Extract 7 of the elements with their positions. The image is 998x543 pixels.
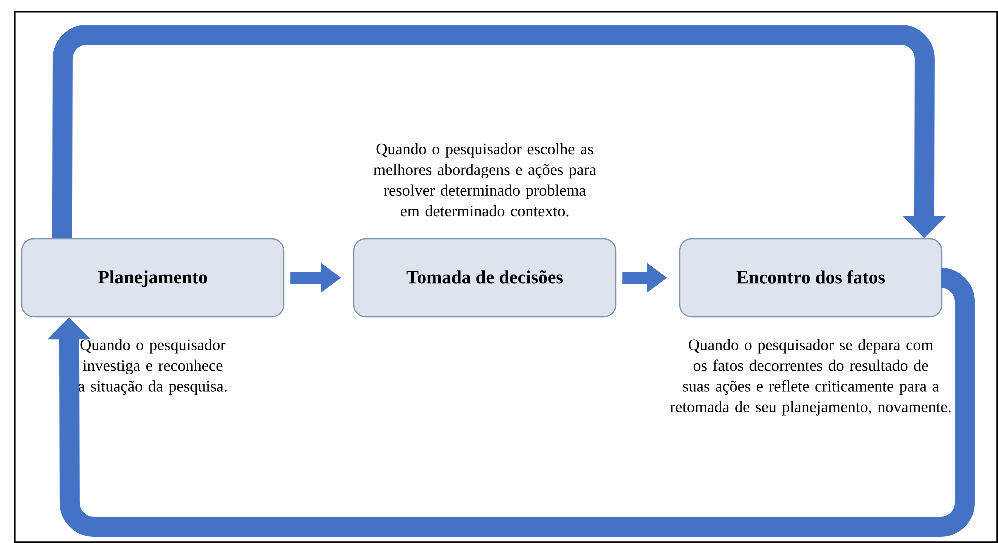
process-box: Encontro dos fatos	[679, 238, 943, 318]
process-box: Tomada de decisões	[353, 238, 617, 318]
process-box: Planejamento	[21, 238, 285, 318]
description-text: Quando o pesquisador escolhe as melhores abordagens e ações para resolver determinado problema em determinado contexto.	[374, 143, 596, 217]
arrow	[48, 268, 975, 537]
description-text: Quando o pesquisador se depara com os fatos decorrentes do resultado de suas ações e reflete criticamente para a retomada de seu planejamento, novamente.	[670, 339, 951, 416]
arrow	[52, 25, 946, 238]
